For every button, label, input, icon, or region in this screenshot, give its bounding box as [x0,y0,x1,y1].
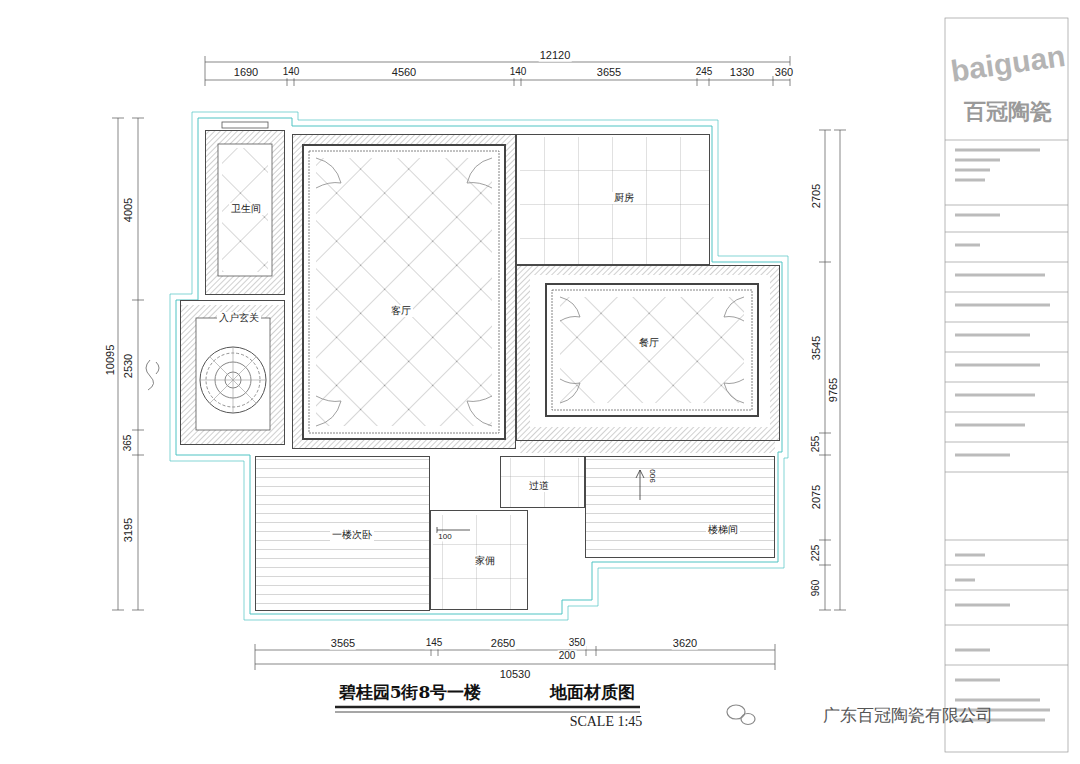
watermark: 广东百冠陶瓷有限公司 [823,706,993,726]
room-name: 卫生间 [229,203,263,215]
scale-caption: SCALE 1:45 [570,714,643,730]
room-name: 入户玄关 [217,312,261,324]
dimension-number: 9765 [827,378,840,402]
dimension-number: 4005 [122,198,135,222]
room-name: 家佣 [473,555,497,567]
dimension-number: 145 [425,637,444,649]
dimension-number: 3545 [810,336,823,360]
dimension-number: 3655 [596,66,622,79]
room-outline: 客厅 [292,134,516,449]
dimension-number: 100 [437,532,452,541]
dimension-number: 2650 [490,637,516,650]
dimension-number: 200 [558,650,577,662]
dimension-number: 255 [810,436,822,453]
dimension-number: 3565 [330,637,356,650]
dimension-number: 4560 [391,66,417,79]
room-name: 客厅 [389,305,413,317]
room-name: 过道 [527,480,551,492]
company-logo-text: 百冠陶瓷 [964,99,1052,124]
room-outline: 一楼次卧 [255,456,430,611]
room-outline: 家佣 [430,510,528,610]
room-outline: 过道 [500,456,585,508]
dimension-number: 3620 [672,637,698,650]
dimension-number: 900 [648,469,657,482]
dimension-number: 140 [282,66,301,78]
room-name: 厨房 [612,192,636,204]
dimension-number: 2075 [810,485,823,509]
dimension-number: 2705 [810,184,823,208]
dimension-number: 350 [568,637,587,649]
dimension-number: 1690 [233,66,259,79]
dimension-number: 245 [695,66,714,78]
room-outline: 卫生间 [205,130,285,295]
dimension-number: 365 [122,435,134,452]
dimension-number: 360 [774,66,794,79]
logo-mark: baiguan [949,39,1068,89]
dimension-number: 960 [810,580,822,597]
dimension-number: 1330 [729,66,755,79]
dimension-number: 10095 [104,345,117,376]
dimension-number: 12120 [539,49,572,62]
room-outline: 餐厅 [516,265,780,441]
room-outline: 楼梯间 [585,456,775,558]
room-name: 楼梯间 [706,524,740,536]
dimension-number: 140 [509,66,528,78]
dimension-number: 2530 [122,354,135,378]
drawing-subtitle: 地面材质图 [550,683,635,703]
dimension-number: 10530 [499,668,532,681]
room-name: 一楼次卧 [330,529,374,541]
dimension-number: 225 [810,545,822,562]
room-outline: 入户玄关 [180,300,285,445]
dimension-number: 3195 [122,518,135,542]
drawing-title: 碧桂园5街8号一楼 [339,683,482,703]
room-outline: 厨房 [516,134,710,265]
room-name: 餐厅 [637,337,661,349]
